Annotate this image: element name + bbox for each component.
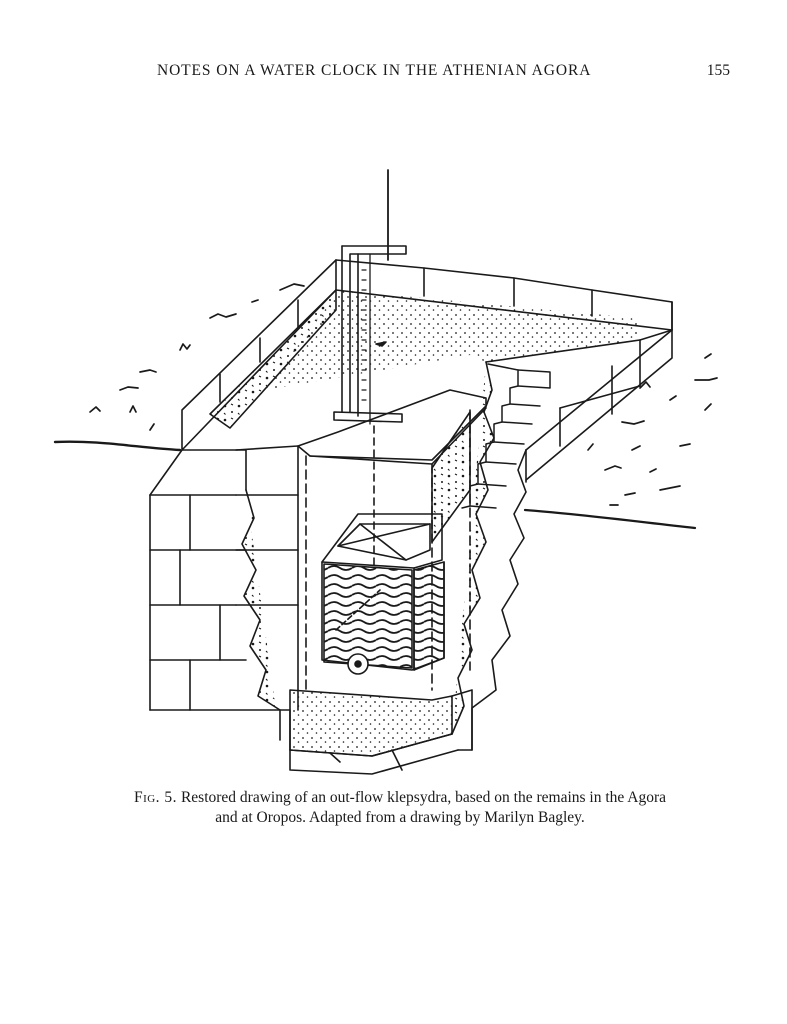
running-head: NOTES ON A WATER CLOCK IN THE ATHENIAN A… [90, 62, 730, 86]
klepsydra-illustration [40, 150, 760, 790]
running-title: NOTES ON A WATER CLOCK IN THE ATHENIAN A… [157, 62, 592, 79]
caption-text-1: Restored drawing of an out-flow klepsydr… [180, 789, 667, 806]
page-number: 155 [706, 62, 730, 79]
grass-marks [89, 283, 718, 506]
caption-line-2: and at Oropos. Adapted from a drawing by… [215, 809, 585, 826]
figure-label: Fig. 5. [133, 789, 178, 806]
figure-caption: Fig. 5. Restored drawing of an out-flow … [90, 788, 710, 828]
caption-line-1: Fig. 5. Restored drawing of an out-flow … [90, 788, 710, 808]
